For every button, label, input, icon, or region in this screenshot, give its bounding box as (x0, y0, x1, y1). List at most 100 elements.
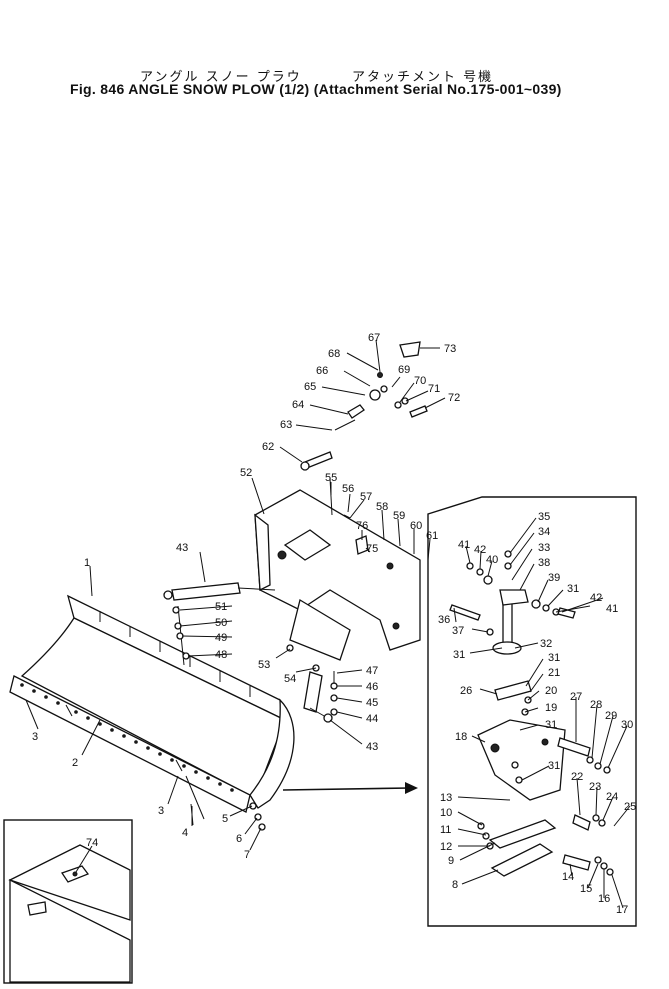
callout-28: 28 (590, 699, 602, 711)
callout-59: 59 (393, 510, 405, 522)
callout-labels: 1 3 2 3 4 5 6 7 43 51 50 49 48 53 54 47 … (32, 332, 636, 916)
callout-70: 70 (414, 375, 426, 387)
callout-58: 58 (376, 501, 388, 513)
callout-23: 23 (589, 781, 601, 793)
callout-1: 1 (84, 557, 90, 569)
callout-20: 20 (545, 685, 557, 697)
callout-47: 47 (366, 665, 378, 677)
callout-57: 57 (360, 491, 372, 503)
callout-6: 6 (236, 833, 242, 845)
callout-26: 26 (460, 685, 472, 697)
callout-18: 18 (455, 731, 467, 743)
callout-73: 73 (444, 343, 456, 355)
frame-cross (283, 529, 332, 561)
callout-63: 63 (280, 419, 292, 431)
callout-22: 22 (571, 771, 583, 783)
frame-body (254, 489, 421, 651)
callout-44: 44 (366, 713, 378, 725)
callout-66: 66 (316, 365, 328, 377)
callout-55: 55 (325, 472, 337, 484)
callout-32: 32 (540, 638, 552, 650)
callout-42: 42 (590, 592, 602, 604)
figure-title: Fig. 846 ANGLE SNOW PLOW (1/2) (Attachme… (70, 81, 562, 97)
callout-11: 11 (440, 824, 451, 836)
serial-note: (Attachment Serial No.175-001~039) (313, 81, 562, 97)
callout-12: 12 (440, 841, 452, 853)
blade-end-plate (249, 698, 295, 809)
callout-34: 34 (538, 526, 550, 538)
callout-45: 45 (366, 697, 378, 709)
callout-38: 38 (538, 557, 550, 569)
callout-24: 24 (606, 791, 618, 803)
callout-51: 51 (215, 601, 227, 613)
callout-68: 68 (328, 348, 340, 360)
callout-67: 67 (368, 332, 380, 344)
figure-number: Fig. 846 (70, 81, 125, 97)
callout-35: 35 (538, 511, 550, 523)
callout-62: 62 (262, 441, 274, 453)
callout-60: 60 (410, 520, 422, 532)
callout-52: 52 (240, 467, 252, 479)
callout-54: 54 (284, 673, 296, 685)
cylinder-upper (163, 582, 276, 601)
callout-61: 61 (426, 530, 438, 542)
callout-65: 65 (304, 381, 316, 393)
detail-arrow (282, 782, 418, 794)
blade-ribs (99, 611, 251, 697)
callout-9: 9 (448, 855, 454, 867)
callout-31: 31 (548, 760, 560, 772)
callout-31: 31 (567, 583, 579, 595)
callout-31: 31 (545, 719, 557, 731)
callout-19: 19 (545, 702, 557, 714)
callout-15: 15 (580, 883, 592, 895)
callout-41: 41 (606, 603, 618, 615)
frame-side (254, 513, 271, 592)
callout-43: 43 (176, 542, 188, 554)
callout-17: 17 (616, 904, 628, 916)
callout-71: 71 (428, 383, 440, 395)
callout-31: 31 (548, 652, 560, 664)
callout-31: 31 (453, 649, 465, 661)
callout-75: 75 (366, 543, 378, 555)
callout-43: 43 (366, 741, 378, 753)
callout-14: 14 (562, 871, 574, 883)
callout-16: 16 (598, 893, 610, 905)
callout-74: 74 (86, 837, 98, 849)
callout-29: 29 (605, 710, 617, 722)
callout-40: 40 (486, 554, 498, 566)
jp-attachment-note: アタッチメント 号機 (352, 70, 494, 85)
cylinder-lower (303, 671, 333, 723)
figure-header: アングル スノー プラウ アタッチメント 号機 Fig. 846 ANGLE S… (0, 0, 669, 110)
callout-48: 48 (215, 649, 227, 661)
main-frame (254, 489, 421, 661)
callout-49: 49 (215, 632, 227, 644)
callout-4: 4 (182, 827, 188, 839)
jp-title: アングル スノー プラウ (140, 70, 302, 85)
frame-tongue (289, 598, 351, 661)
callout-25: 25 (624, 801, 636, 813)
cutting-edge-holes (20, 683, 234, 792)
callout-7: 7 (244, 849, 250, 861)
inset-view (3, 819, 133, 984)
leader-lines (25, 339, 631, 909)
callout-5: 5 (222, 813, 228, 825)
callout-76: 76 (356, 520, 368, 532)
callout-27: 27 (570, 691, 582, 703)
callout-72: 72 (448, 392, 460, 404)
callout-36: 36 (438, 614, 450, 626)
callout-46: 46 (366, 681, 378, 693)
callout-13: 13 (440, 792, 452, 804)
figure-title-text: ANGLE SNOW PLOW (1/2) (128, 81, 310, 97)
callout-8: 8 (452, 879, 458, 891)
callout-37: 37 (452, 625, 464, 637)
top-pin-stack (300, 341, 428, 471)
callout-41: 41 (458, 539, 470, 551)
callout-30: 30 (621, 719, 633, 731)
callout-33: 33 (538, 542, 550, 554)
blade-assembly (9, 594, 295, 813)
callout-50: 50 (215, 617, 227, 629)
callout-69: 69 (398, 364, 410, 376)
callout-2: 2 (72, 757, 78, 769)
callout-64: 64 (292, 399, 304, 411)
